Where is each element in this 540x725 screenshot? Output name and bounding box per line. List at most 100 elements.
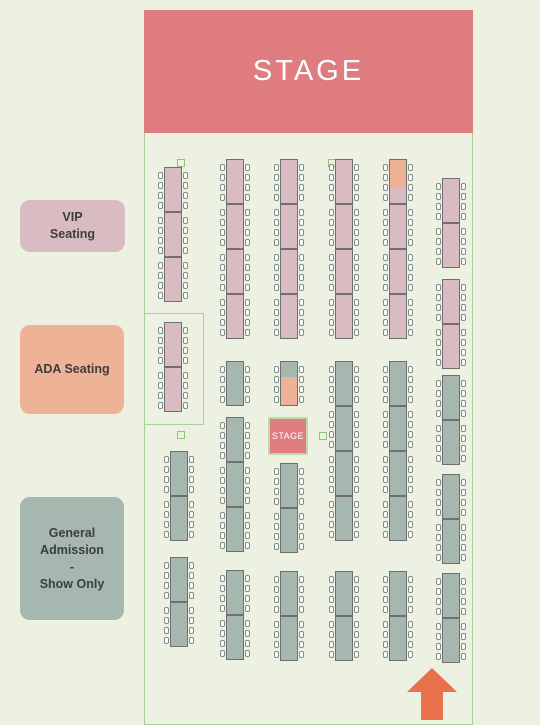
chair — [245, 174, 250, 181]
chair — [183, 172, 188, 179]
chair — [299, 274, 304, 281]
chair — [164, 562, 169, 569]
chair — [461, 380, 466, 387]
chair — [408, 576, 413, 583]
secondary-stage: STAGE — [268, 417, 308, 455]
chair — [189, 456, 194, 463]
chair — [183, 237, 188, 244]
chair — [461, 578, 466, 585]
legend-general-admission: General Admission - Show Only — [20, 497, 124, 620]
chair — [461, 623, 466, 630]
chair — [408, 184, 413, 191]
chair — [158, 337, 163, 344]
chair — [354, 651, 359, 658]
chair — [461, 349, 466, 356]
chair — [164, 637, 169, 644]
chair — [220, 522, 225, 529]
chair — [274, 194, 279, 201]
chair — [383, 456, 388, 463]
chair — [183, 402, 188, 409]
chair — [461, 524, 466, 531]
chair — [329, 486, 334, 493]
chair — [220, 319, 225, 326]
chair — [354, 386, 359, 393]
chair — [436, 588, 441, 595]
chair — [299, 468, 304, 475]
chair — [183, 292, 188, 299]
chair — [299, 651, 304, 658]
chair — [461, 304, 466, 311]
chair — [354, 586, 359, 593]
chair — [354, 576, 359, 583]
general-admission-table — [335, 616, 353, 661]
chair — [329, 576, 334, 583]
chair — [245, 640, 250, 647]
chair — [329, 209, 334, 216]
vip-table — [164, 257, 182, 302]
chair — [329, 456, 334, 463]
chair — [274, 596, 279, 603]
general-admission-table — [389, 451, 407, 496]
chair — [245, 386, 250, 393]
vip-table — [280, 249, 298, 294]
chair — [299, 264, 304, 271]
chair — [164, 592, 169, 599]
chair — [220, 184, 225, 191]
chair — [274, 396, 279, 403]
chair — [245, 219, 250, 226]
chair — [383, 431, 388, 438]
chair — [274, 478, 279, 485]
chair — [299, 376, 304, 383]
chair — [383, 486, 388, 493]
chair — [245, 164, 250, 171]
chair — [354, 431, 359, 438]
chair — [274, 229, 279, 236]
chair — [329, 606, 334, 613]
chair — [329, 386, 334, 393]
chair — [220, 640, 225, 647]
chair — [220, 442, 225, 449]
chair — [245, 309, 250, 316]
general-admission-table — [442, 618, 460, 663]
chair — [461, 643, 466, 650]
chair — [164, 486, 169, 493]
chair — [436, 193, 441, 200]
chair — [383, 411, 388, 418]
chair — [408, 396, 413, 403]
chair — [274, 576, 279, 583]
vip-table — [226, 204, 244, 249]
chair — [408, 501, 413, 508]
chair — [274, 209, 279, 216]
chair — [158, 272, 163, 279]
chair — [461, 435, 466, 442]
chair — [354, 511, 359, 518]
chair — [158, 237, 163, 244]
chair — [183, 337, 188, 344]
chair — [436, 339, 441, 346]
chair — [158, 357, 163, 364]
chair — [354, 239, 359, 246]
chair — [408, 164, 413, 171]
chair — [158, 247, 163, 254]
chair — [383, 239, 388, 246]
chair — [299, 478, 304, 485]
chair — [408, 284, 413, 291]
chair — [354, 299, 359, 306]
chair — [461, 425, 466, 432]
chair — [436, 598, 441, 605]
chair — [354, 596, 359, 603]
chair — [436, 578, 441, 585]
chair — [274, 299, 279, 306]
chair — [189, 531, 194, 538]
chair — [183, 247, 188, 254]
chair — [383, 264, 388, 271]
chair — [220, 274, 225, 281]
chair — [461, 329, 466, 336]
chair — [461, 608, 466, 615]
chair — [436, 294, 441, 301]
chair — [299, 606, 304, 613]
chair — [299, 299, 304, 306]
chair — [383, 309, 388, 316]
vip-table — [389, 204, 407, 249]
general-admission-table — [280, 616, 298, 661]
